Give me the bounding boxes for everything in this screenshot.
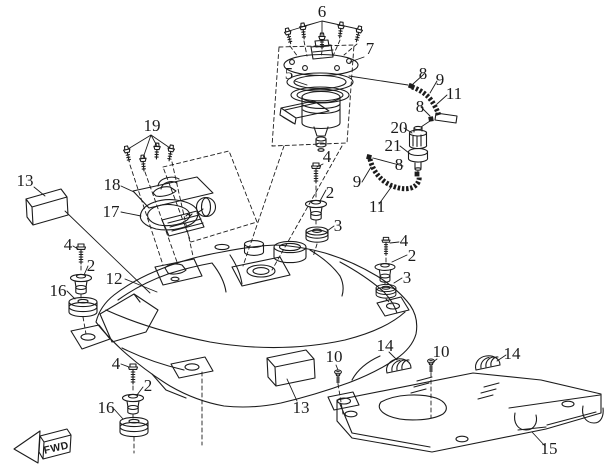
part-7-assembly-outline [271,44,365,147]
callout-7: 7 [366,39,375,58]
callout-labels: 6 7 5 8 9 11 8 20 21 8 9 11 19 18 17 13 … [17,2,558,458]
callout-12: 12 [106,269,123,288]
part-5-fuel-pump [242,39,359,271]
mount-stack-left [66,243,98,335]
callout-2-bottom: 2 [144,376,153,395]
part-10-screw-left [334,364,344,415]
callout-20: 20 [391,118,408,137]
callout-11-hose-upper: 11 [446,84,462,103]
callout-17: 17 [103,202,121,221]
part-12-fuel-tank [70,240,418,446]
callout-4-bottom: 4 [112,354,121,373]
callout-9-hose-upper: 9 [436,70,445,89]
callout-11-hose-lower: 11 [369,197,385,216]
callout-8-hose-lower: 8 [395,155,404,174]
part-17-sender-gasket-float [120,196,217,237]
callout-21: 21 [385,136,402,155]
callout-4-right: 4 [400,231,409,250]
callout-2-center: 2 [326,183,335,202]
callout-18: 18 [104,175,121,194]
callout-2-left: 2 [87,256,96,275]
callout-4-left: 4 [64,235,73,254]
part-13-pad-bottom [266,349,316,402]
part-9-11-fuel-hose-lower [361,153,422,205]
part-19-screws [122,134,258,266]
part-15-skid-plate [336,372,604,453]
part-18-sender-plate [120,176,214,209]
callout-6: 6 [318,2,327,21]
callout-19: 19 [144,116,161,135]
callout-13-left: 13 [17,171,34,190]
part-6-screws [283,20,364,59]
callout-14-right: 14 [504,344,522,363]
callout-3-right: 3 [403,268,412,287]
callout-2-right: 2 [408,246,417,265]
callout-10-right: 10 [433,342,450,361]
fwd-label: FWD [43,439,70,456]
callout-8-hose-upper-b: 8 [416,97,425,116]
callout-14-left: 14 [377,336,395,355]
callout-8-hose-upper-a: 8 [419,64,428,83]
part-13-pad-left [25,186,151,294]
part-10-screw-right [427,358,438,419]
mount-stack-bottom [113,363,149,454]
callout-10-left: 10 [326,347,343,366]
callout-15: 15 [541,439,558,458]
part-14-bumper-left [386,351,412,374]
callout-16-bottom: 16 [98,398,115,417]
callout-16-left: 16 [50,281,67,300]
fwd-direction-arrow [13,428,72,464]
callout-3-center: 3 [334,216,343,235]
part-20-21-fuel-filter [399,120,431,175]
callout-13-bottom: 13 [293,398,310,417]
mount-stack-center [304,162,335,258]
callout-5: 5 [285,64,294,83]
callout-4-center: 4 [323,147,332,166]
part-14-bumper-right [475,354,507,371]
callout-9-hose-lower: 9 [353,172,362,191]
part-9-11-fuel-hose-upper [348,73,458,124]
mount-stack-right [374,236,408,305]
